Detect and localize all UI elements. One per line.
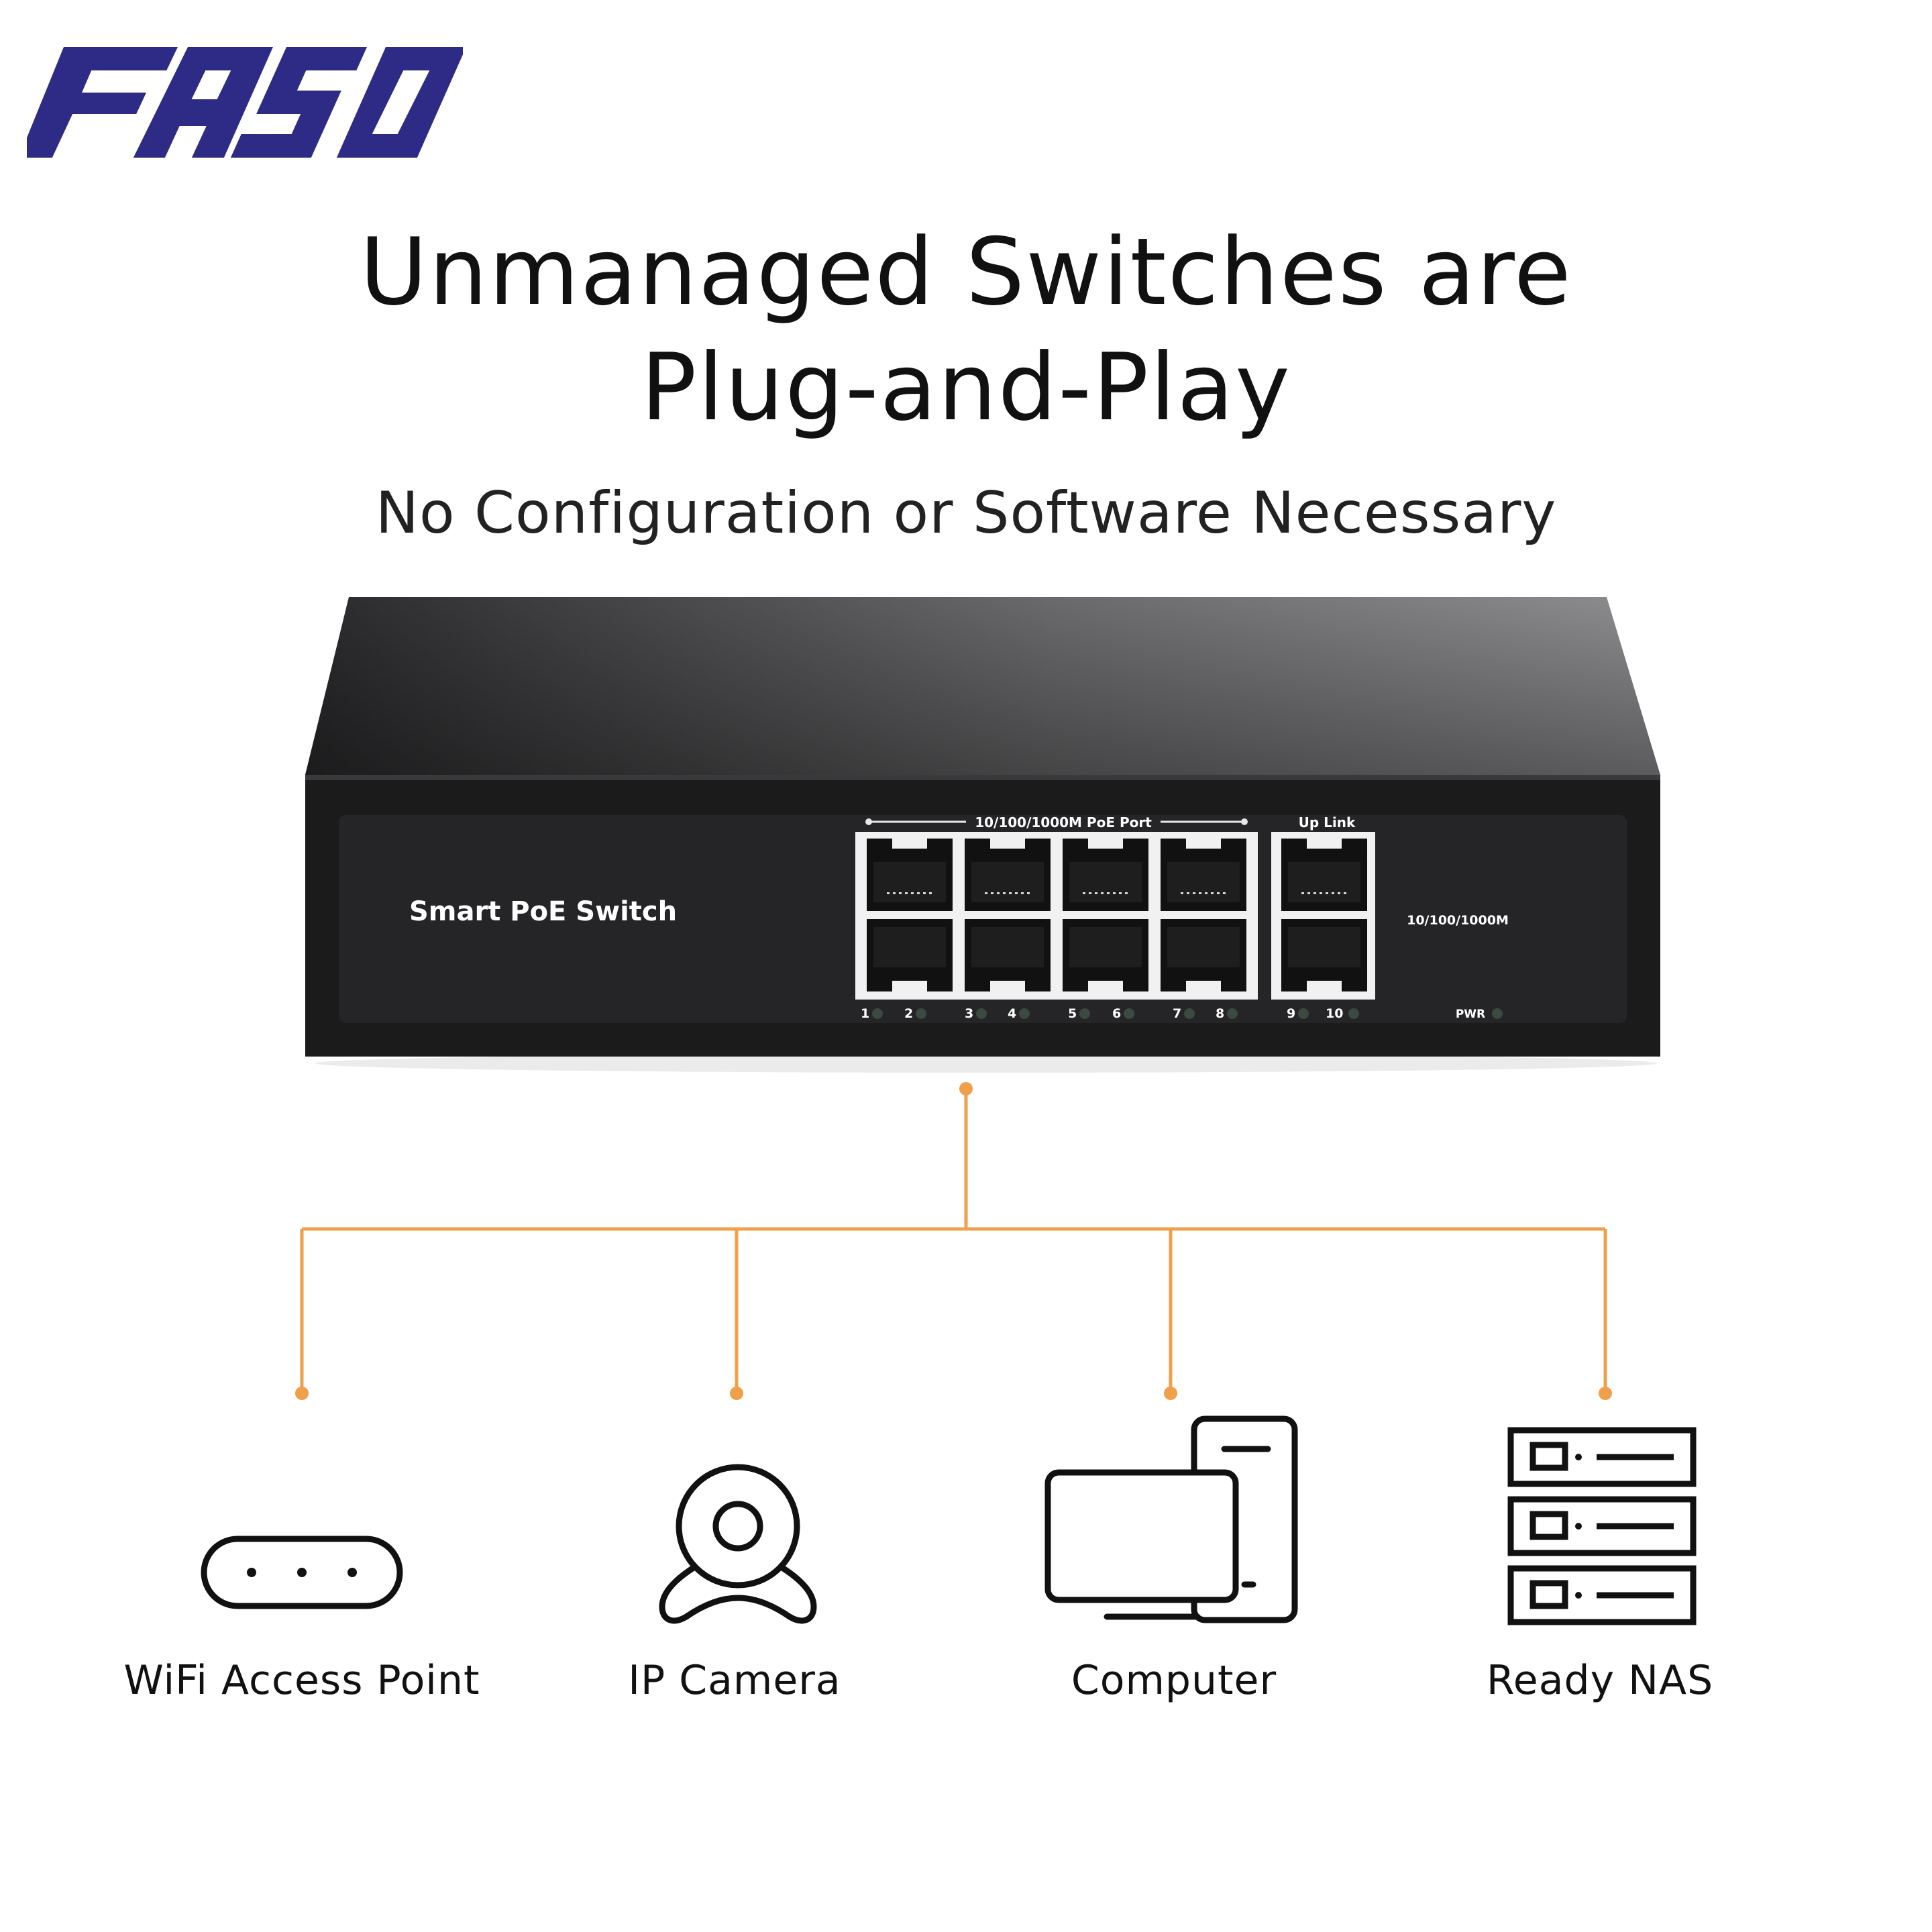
rj45-port [1281,919,1367,991]
connector-dot [1164,1387,1177,1400]
device-label-2: IP Camera [628,1657,841,1704]
computer-icon [1044,1415,1298,1623]
connector-dot [959,1082,973,1095]
wifi-access-point-icon [201,1536,403,1609]
connector-dot [1599,1387,1612,1400]
port-number-4: 4 [1008,1006,1016,1021]
port-number-5: 5 [1068,1006,1077,1021]
port-number-2: 2 [904,1006,913,1021]
device-label-3: Computer [1071,1657,1277,1704]
power-led [1492,1008,1503,1019]
poe-switch-image: Smart PoE Switch 10/100/1000M PoE Port U… [305,597,1660,1073]
rj45-port [867,919,953,991]
port-number-10: 10 [1326,1006,1343,1021]
port-led [1079,1008,1090,1019]
faso-logo [27,47,463,158]
speed-label: 10/100/1000M [1407,913,1509,928]
rj45-port [1161,839,1246,911]
rj45-port [1063,839,1148,911]
rj45-port [1161,919,1246,991]
nas-icon [1507,1427,1697,1625]
rj45-port [965,919,1051,991]
page-subtitle: No Configuration or Software Necessary [375,480,1557,547]
port-led [1184,1008,1195,1019]
title-line-2: Plug-and-Play [641,333,1291,441]
port-number-3: 3 [965,1006,973,1021]
port-led [872,1008,883,1019]
port-led [1298,1008,1309,1019]
port-number-1: 1 [861,1006,869,1021]
port-led [1227,1008,1238,1019]
title-line-1: Unmanaged Switches are [360,218,1572,326]
device-label-4: Ready NAS [1486,1657,1714,1704]
ip-camera-icon [659,1464,817,1624]
connector-dot [295,1387,309,1400]
page-title: Unmanaged Switches are Plug-and-Play [0,215,1932,445]
port-number-8: 8 [1216,1006,1224,1021]
port-number-6: 6 [1112,1006,1121,1021]
connection-diagram [295,1082,1612,1400]
port-led [1124,1008,1134,1019]
connector-dot [730,1387,743,1400]
rj45-port [1063,919,1148,991]
port-number-7: 7 [1173,1006,1181,1021]
device-label-1: WiFi Access Point [123,1657,480,1704]
port-led [976,1008,987,1019]
rj45-port [867,839,953,911]
uplink-label: Up Link [1299,814,1356,830]
rj45-port [965,839,1051,911]
poe-port-label: 10/100/1000M PoE Port [975,814,1152,830]
port-led [916,1008,926,1019]
rj45-port [1281,839,1367,911]
switch-name-label: Smart PoE Switch [409,896,677,927]
port-led [1019,1008,1030,1019]
port-number-9: 9 [1287,1006,1295,1021]
power-label: PWR [1456,1008,1485,1021]
port-led [1348,1008,1359,1019]
